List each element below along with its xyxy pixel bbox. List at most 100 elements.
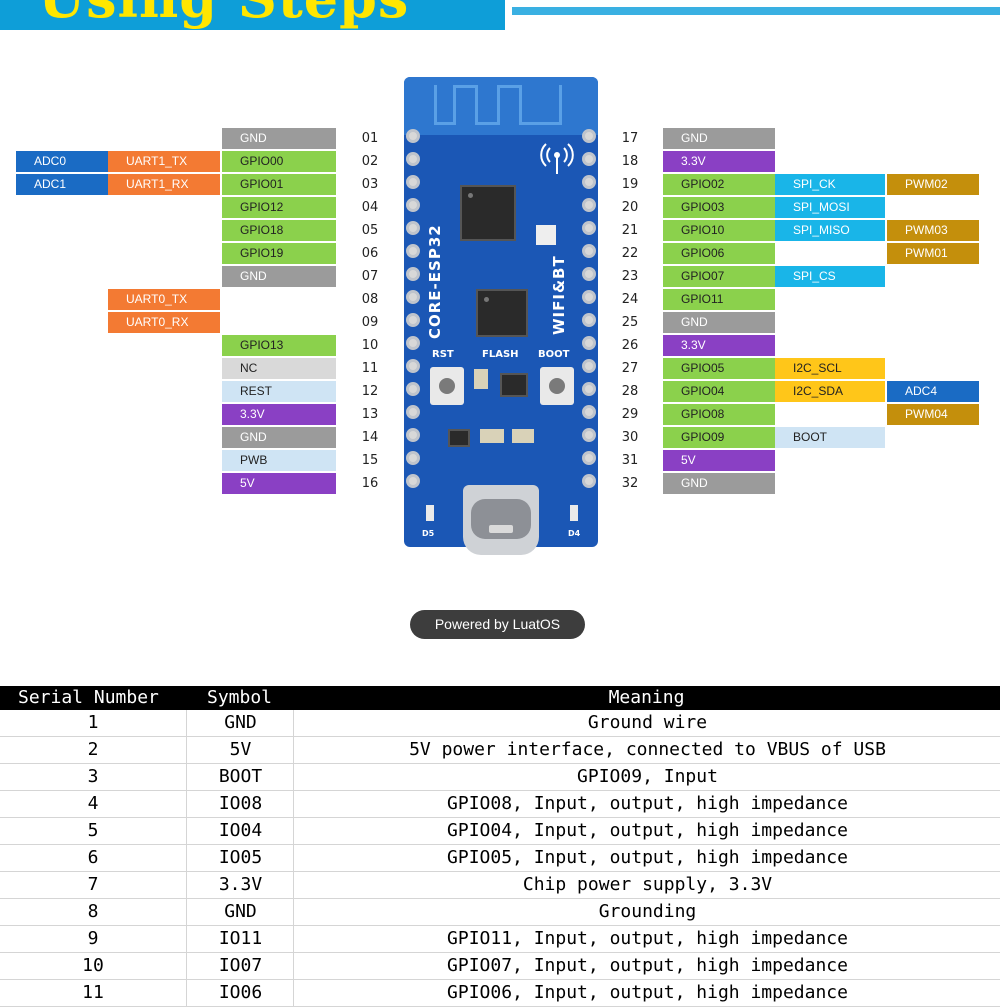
pin-label: GPIO12 [222, 197, 336, 218]
pin-label: GPIO06 [663, 243, 775, 264]
header-pin-hole [582, 198, 596, 212]
antenna-area [404, 77, 598, 135]
pin-label: 3.3V [663, 335, 775, 356]
pin-label: GND [663, 473, 775, 494]
pin-number: 25 [621, 315, 639, 330]
pin-label: GND [222, 427, 336, 448]
pin-label: BOOT [775, 427, 885, 448]
pin-label: 3.3V [222, 404, 336, 425]
antenna-trace [500, 85, 522, 125]
serial-cell: 3 [87, 766, 99, 787]
meaning-cell: GPIO07, Input, output, high impedance [293, 953, 1000, 979]
antenna-trace [478, 85, 500, 125]
boot-silkscreen: BOOT [538, 349, 570, 360]
pin-number: 23 [621, 269, 639, 284]
regulator-chip [500, 373, 528, 397]
pin-label: GPIO05 [663, 358, 775, 379]
pin-number: 11 [361, 361, 379, 376]
header-pin-hole [582, 428, 596, 442]
header-pin-hole [582, 359, 596, 373]
pin-label: GPIO10 [663, 220, 775, 241]
crystal [536, 225, 556, 245]
pin-number: 27 [621, 361, 639, 376]
pin-number: 08 [361, 292, 379, 307]
meaning-cell: 5V power interface, connected to VBUS of… [293, 737, 1000, 763]
pin-label: UART0_TX [108, 289, 220, 310]
pin-number: 10 [361, 338, 379, 353]
pin-number: 14 [361, 430, 379, 445]
symbol-cell: IO11 [186, 926, 294, 952]
pin-number: 16 [361, 476, 379, 491]
header-pin-hole [582, 129, 596, 143]
header-pin-hole [582, 221, 596, 235]
header-pin-hole [406, 474, 420, 488]
led-d4-label: D4 [568, 529, 581, 538]
header-pin-hole [406, 451, 420, 465]
pin-label: GPIO19 [222, 243, 336, 264]
pin-label: GPIO01 [222, 174, 336, 195]
symbol-cell: 5V [186, 737, 294, 763]
meaning-cell: GPIO08, Input, output, high impedance [293, 791, 1000, 817]
serial-cell: 1 [87, 712, 99, 733]
header-pin-hole [406, 244, 420, 258]
board-model-silkscreen: CORE-ESP32 [426, 224, 444, 339]
header-symbol: Symbol [206, 687, 273, 708]
pin-label: UART0_RX [108, 312, 220, 333]
smd-component [480, 429, 504, 443]
header-pin-hole [582, 267, 596, 281]
pin-label: SPI_MOSI [775, 197, 885, 218]
pin-number: 06 [361, 246, 379, 261]
pin-number: 15 [361, 453, 379, 468]
pin-label: UART1_RX [108, 174, 220, 195]
pin-number: 17 [621, 131, 639, 146]
header-pin-hole [406, 267, 420, 281]
pin-number: 28 [621, 384, 639, 399]
pin-label: PWM01 [887, 243, 979, 264]
led-d4 [570, 505, 578, 521]
symbol-cell: IO06 [186, 980, 294, 1006]
pin-label: GND [663, 128, 775, 149]
led-d5-label: D5 [422, 529, 435, 538]
header-pin-hole [582, 244, 596, 258]
serial-cell: 8 [87, 901, 99, 922]
pin-label: I2C_SCL [775, 358, 885, 379]
pin-label: NC [222, 358, 336, 379]
esp32-board: CORE-ESP32 WIFI&BT RST FLASH BOOT D5 D4 [404, 77, 598, 555]
pin-number: 12 [361, 384, 379, 399]
pin-label: GPIO18 [222, 220, 336, 241]
table-header: Serial Number Symbol Meaning [0, 686, 1000, 710]
pin-label: ADC0 [16, 151, 108, 172]
header-pin-hole [582, 451, 596, 465]
rst-silkscreen: RST [432, 349, 454, 360]
boot-button [540, 367, 574, 405]
antenna-trace [456, 85, 478, 125]
symbol-cell: IO07 [186, 953, 294, 979]
header-pin-hole [582, 152, 596, 166]
meaning-cell: GPIO05, Input, output, high impedance [293, 845, 1000, 871]
pin-number: 18 [621, 154, 639, 169]
pin-number: 05 [361, 223, 379, 238]
header-pin-hole [406, 175, 420, 189]
symbol-cell: 3.3V [186, 872, 294, 898]
serial-cell: 11 [82, 982, 104, 1003]
pin-label: GPIO13 [222, 335, 336, 356]
pin-label: 5V [222, 473, 336, 494]
meaning-cell: GPIO06, Input, output, high impedance [293, 980, 1000, 1006]
meaning-cell: GPIO09, Input [293, 764, 1000, 790]
pin-label: GPIO04 [663, 381, 775, 402]
meaning-cell: GPIO11, Input, output, high impedance [293, 926, 1000, 952]
flash-chip [476, 289, 528, 337]
smd-component [474, 369, 488, 389]
header-pin-hole [582, 382, 596, 396]
header-pin-hole [582, 290, 596, 304]
serial-cell: 2 [87, 739, 99, 760]
